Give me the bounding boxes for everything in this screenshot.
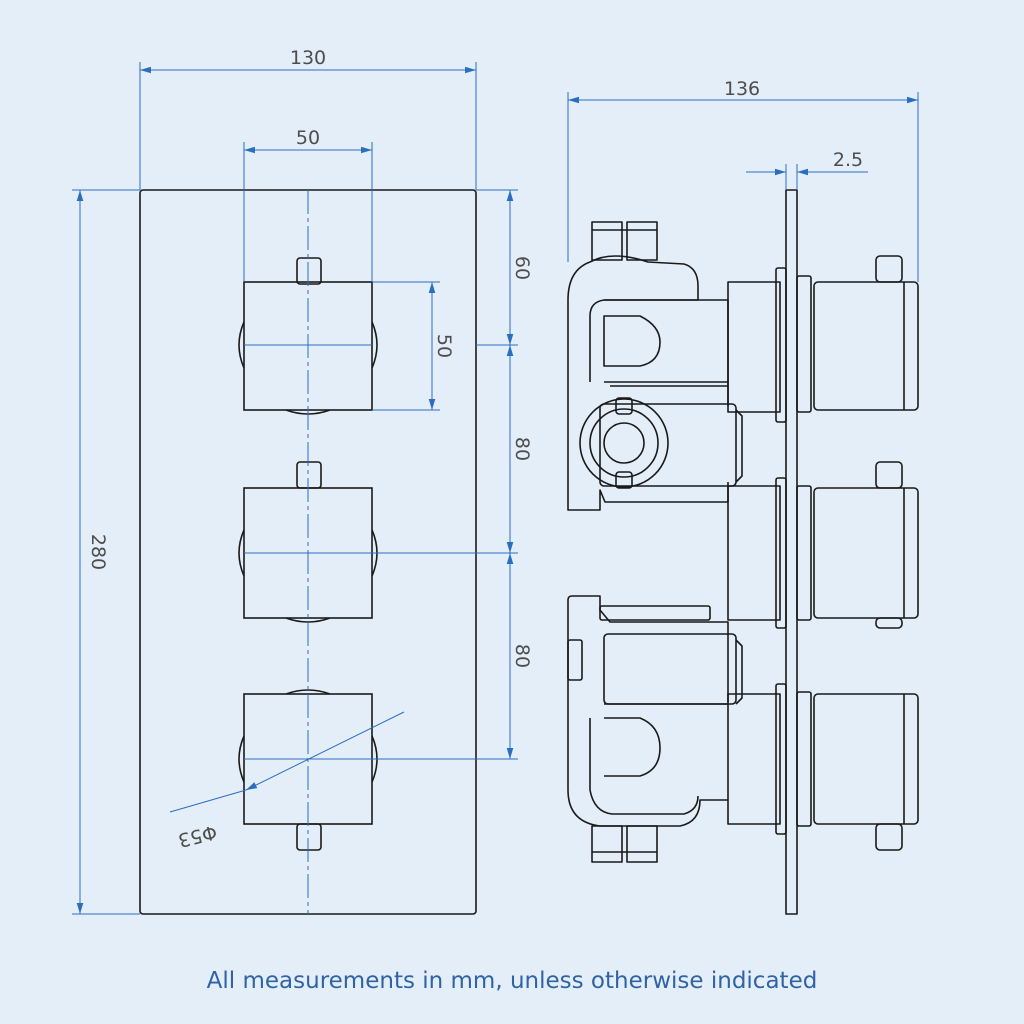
dim-handle-spacing-horizontal: 50 (296, 127, 320, 149)
dim-front-width: 130 (290, 47, 326, 69)
side-lower-fitting (567, 605, 743, 815)
side-dimension-lines (567, 92, 919, 282)
side-bottom-pipe (591, 825, 658, 863)
dim-handle-size: 50 (433, 334, 455, 358)
side-outlet-fitting (579, 397, 743, 489)
dim-spacing-2: 80 (511, 644, 533, 668)
dim-handle-diameter: Φ53 (176, 820, 219, 851)
side-wall-plate (785, 189, 798, 915)
dim-top-offset: 60 (511, 256, 533, 280)
front-centerlines (244, 190, 372, 914)
dim-spacing-1: 80 (511, 437, 533, 461)
side-handle-2 (813, 461, 919, 629)
dim-plate-thickness: 2.5 (833, 149, 863, 171)
measurement-note: All measurements in mm, unless otherwise… (206, 968, 818, 994)
side-handle-3 (813, 693, 919, 851)
dim-side-depth: 136 (724, 78, 760, 100)
side-view (567, 189, 919, 915)
front-dimension-lines (72, 62, 518, 915)
side-handle-1 (813, 255, 919, 411)
side-top-pipe (591, 221, 658, 261)
side-valve-body (567, 261, 729, 827)
dim-front-height: 280 (87, 534, 109, 570)
